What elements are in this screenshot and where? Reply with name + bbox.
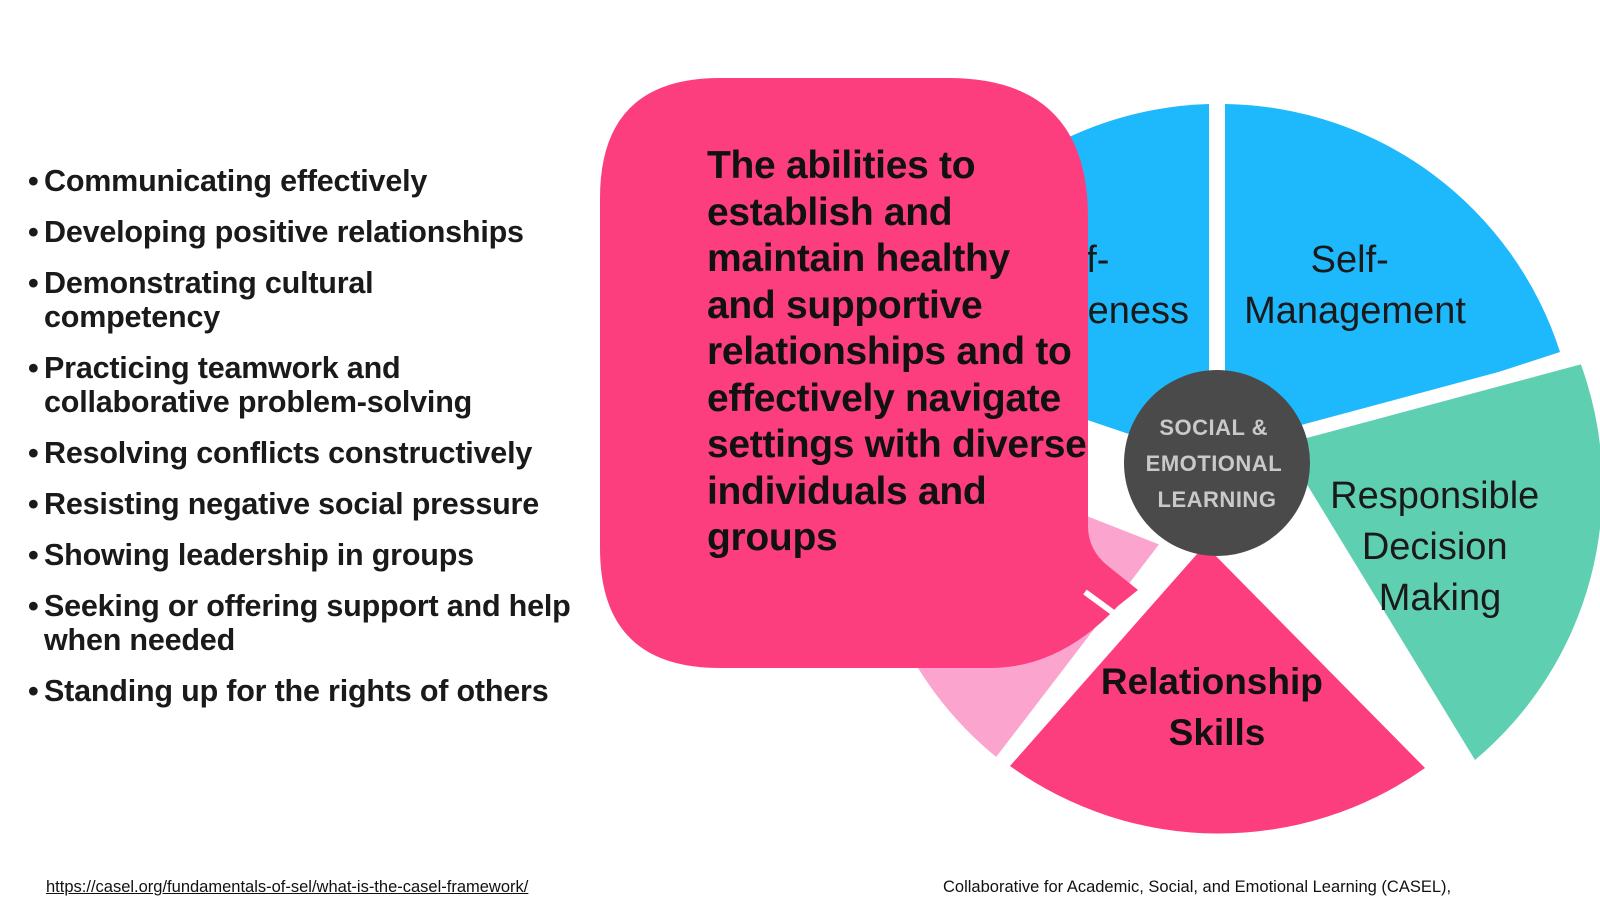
bullet-item: Standing up for the rights of others bbox=[28, 674, 618, 708]
bullet-item: Practicing teamwork and collaborative pr… bbox=[28, 351, 534, 419]
self-management-label: Self- Management bbox=[1244, 239, 1466, 332]
definition-text: The abilities to establish and maintain … bbox=[707, 144, 1087, 559]
bullet-item: Demonstrating cultural competency bbox=[28, 266, 444, 334]
wheel-divider bbox=[989, 530, 1181, 775]
sel-center-circle[interactable] bbox=[1124, 370, 1310, 556]
citation-text: Collaborative for Academic, Social, and … bbox=[943, 878, 1452, 896]
bullet-item: Showing leadership in groups bbox=[28, 538, 618, 572]
definition-speech-bubble bbox=[600, 78, 1138, 668]
wheel-segment-responsible-decision-making[interactable] bbox=[1275, 362, 1600, 760]
self-awareness-label: lf- eness bbox=[1078, 239, 1189, 332]
bullet-item: Resisting negative social pressure bbox=[28, 487, 618, 521]
relationship-skills-label: Relationship Skills bbox=[1101, 661, 1333, 753]
source-link[interactable]: https://casel.org/fundamentals-of-sel/wh… bbox=[46, 878, 529, 896]
bullet-item: Communicating effectively bbox=[28, 164, 618, 198]
skills-bullet-list: Communicating effectively Developing pos… bbox=[28, 164, 618, 725]
responsible-decision-making-label: Responsible Decision Making bbox=[1330, 475, 1550, 619]
wheel-segment-relationship-skills[interactable] bbox=[1010, 545, 1425, 834]
wheel-segment-self-management[interactable] bbox=[1225, 104, 1560, 461]
bubble-tail-divider bbox=[1083, 589, 1117, 617]
bullet-item: Resolving conflicts constructively bbox=[28, 436, 618, 470]
sel-center-label: SOCIAL & EMOTIONAL LEARNING bbox=[1146, 415, 1289, 512]
bullet-item: Seeking or offering support and help whe… bbox=[28, 589, 574, 657]
bullet-item: Developing positive relationships bbox=[28, 215, 618, 249]
wheel-divider bbox=[1244, 515, 1446, 780]
